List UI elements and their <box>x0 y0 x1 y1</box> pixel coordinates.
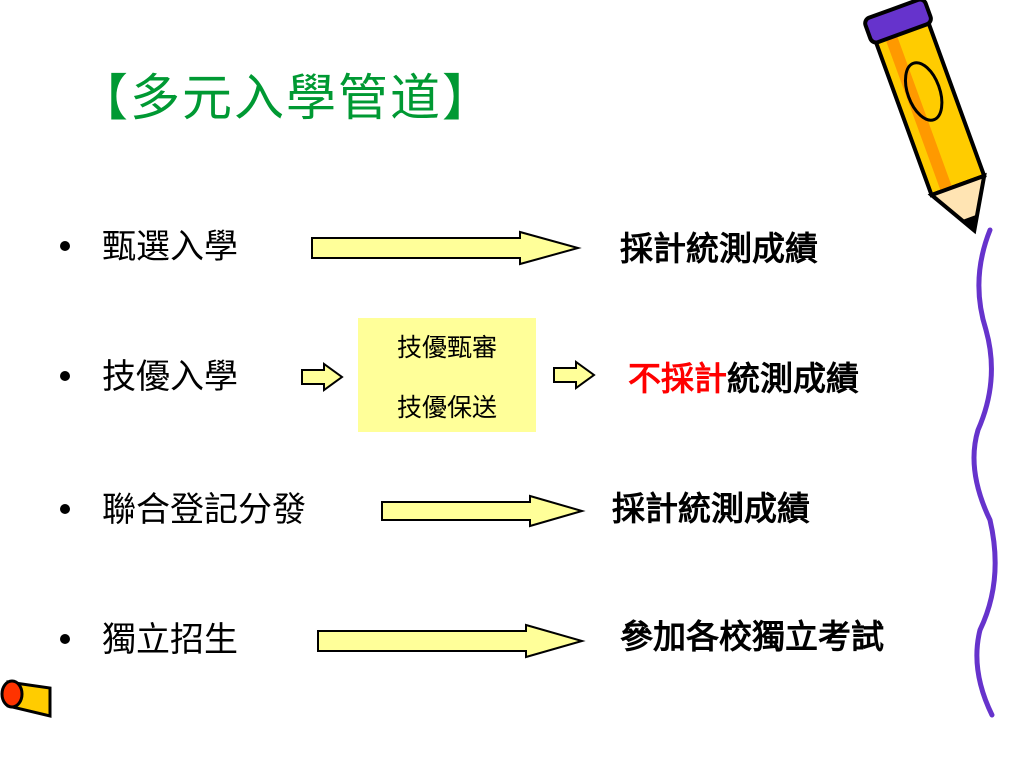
item-result: 採計統測成績 <box>620 229 818 268</box>
box-line: 技優保送 <box>396 393 497 422</box>
arrow-right-icon <box>311 230 582 266</box>
item-result: 參加各校獨立考試 <box>620 617 884 656</box>
item-label: 獨立招生 <box>102 620 238 660</box>
middle-box: 技優甄審 技優保送 <box>358 318 536 432</box>
item-result: 採計統測成績 <box>612 489 810 528</box>
bullet-icon <box>60 241 70 251</box>
item-label: 甄選入學 <box>102 227 238 267</box>
item-label: 聯合登記分發 <box>102 490 306 530</box>
item-label: 技優入學 <box>102 357 238 397</box>
bullet-icon <box>60 504 70 514</box>
result-rest: 統測成績 <box>727 359 859 398</box>
squiggle-line <box>971 227 998 718</box>
box-line: 技優甄審 <box>396 333 497 362</box>
arrow-right-icon <box>381 494 586 528</box>
arrow-right-icon <box>301 362 344 392</box>
pencil-fragment-icon <box>0 679 52 718</box>
arrow-right-icon <box>553 360 596 390</box>
item-result: 不採計統測成績 <box>628 354 859 404</box>
slide-title: 【多元入學管道】 <box>78 69 494 127</box>
arrow-right-icon <box>317 623 586 659</box>
pencil-icon <box>863 0 987 235</box>
result-highlight: 不採計 <box>628 359 727 398</box>
bullet-icon <box>60 634 70 644</box>
bullet-icon <box>60 371 70 381</box>
